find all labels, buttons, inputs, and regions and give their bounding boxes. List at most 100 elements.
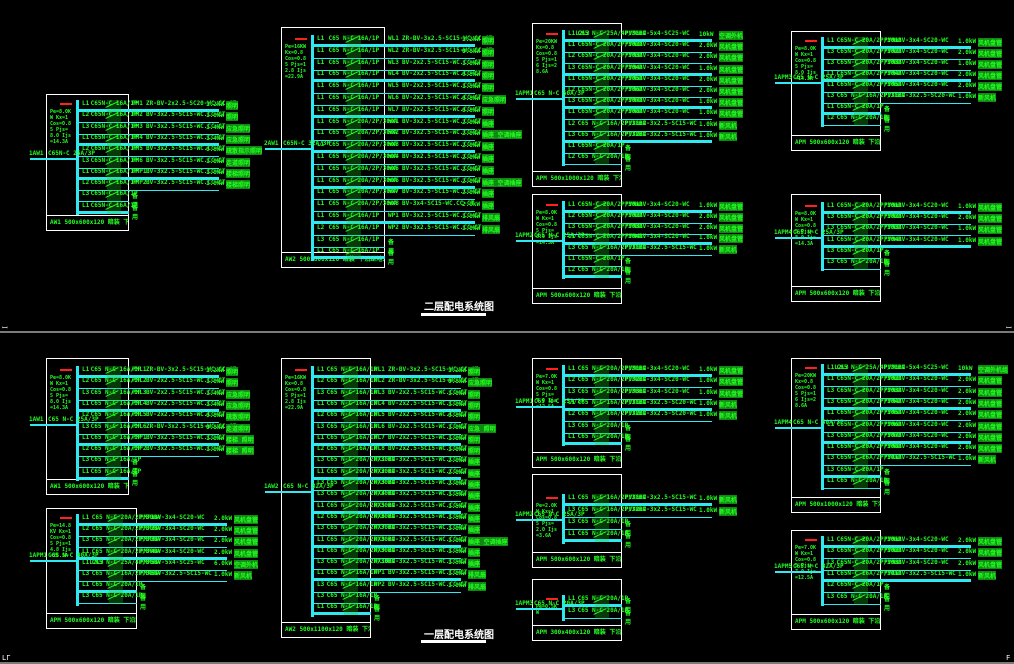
distribution-panel-p5[interactable]: Pe=8.0KW Kx=1 Cos=0.85 Pjs=8.0 Ijs=14.3A… xyxy=(791,31,881,151)
distribution-panel-p8[interactable]: Pe=14.8KV Kx=1 Cos=0.85 Pjs=14.8 Ijs=26.… xyxy=(46,508,137,629)
distribution-panel-p2[interactable]: Pe=16KW Kx=0.8 Cos=0.85 Pjs=12.8 Ijs=22.… xyxy=(281,27,385,268)
distribution-panel-p4[interactable]: Pe=8.0KW Kx=1 Cos=0.85 Pjs=8.0 Ijs=14.3A… xyxy=(532,194,622,304)
distribution-panel-p3[interactable]: Pe=20KW Kx=0.8 Cos=0.85 Pjs=16 Ijs=28.6A… xyxy=(532,23,622,187)
